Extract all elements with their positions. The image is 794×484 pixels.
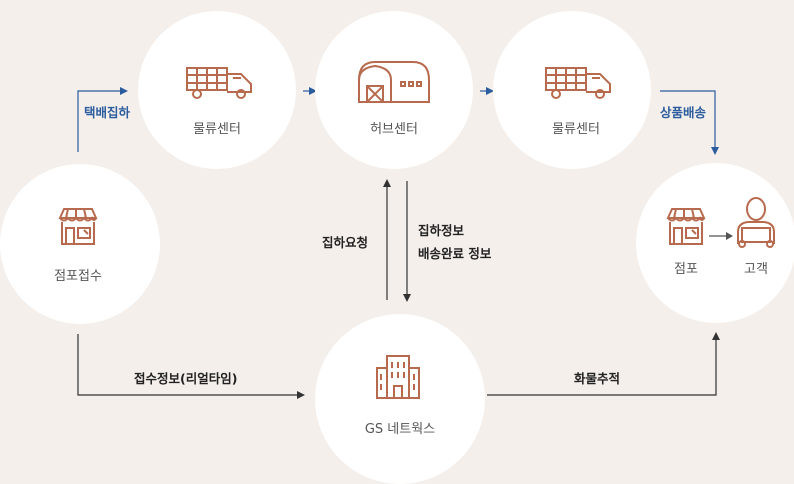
customer-icon — [737, 197, 775, 248]
node-label-store-receipt: 점포접수 — [54, 269, 102, 284]
arrow-right-icon — [709, 232, 733, 240]
edge-label-cargo-tracking: 화물추적 — [574, 371, 621, 386]
edge-label-product-delivery: 상품배송 — [660, 105, 707, 120]
edge-label-pickup-info: 집하정보 — [418, 223, 465, 238]
connector-lines — [77, 87, 720, 399]
warehouse-icon — [358, 61, 430, 103]
logistics-flow-diagram: 물류센터 허브센터 물류센터 — [0, 11, 794, 484]
building-icon — [376, 355, 420, 399]
node-label-gs-network: GS 네트웍스 — [364, 422, 436, 437]
edge-label-receipt-info: 접수정보(리얼타임) — [134, 371, 238, 386]
edge-label-courier-pickup: 택배집하 — [84, 105, 131, 120]
edge-label-delivery-complete-info: 배송완료 정보 — [418, 246, 492, 261]
node-label-store: 점포 — [674, 262, 698, 277]
edge-product-delivery — [660, 90, 719, 155]
truck-icon — [186, 67, 252, 99]
truck-icon — [545, 67, 611, 99]
edge-receipt-info — [77, 334, 305, 399]
store-icon — [666, 208, 706, 245]
node-label-customer: 고객 — [744, 262, 768, 277]
node-hub-center — [315, 11, 473, 169]
edge-label-pickup-request: 집하요청 — [322, 235, 369, 250]
node-label-logistics-center-2: 물류센터 — [552, 122, 600, 137]
node-label-logistics-center-1: 물류센터 — [193, 122, 241, 137]
edge-courier-pickup — [77, 87, 128, 152]
node-label-hub-center: 허브센터 — [370, 122, 418, 137]
edge-cargo-tracking — [487, 332, 720, 396]
store-icon — [58, 208, 98, 245]
